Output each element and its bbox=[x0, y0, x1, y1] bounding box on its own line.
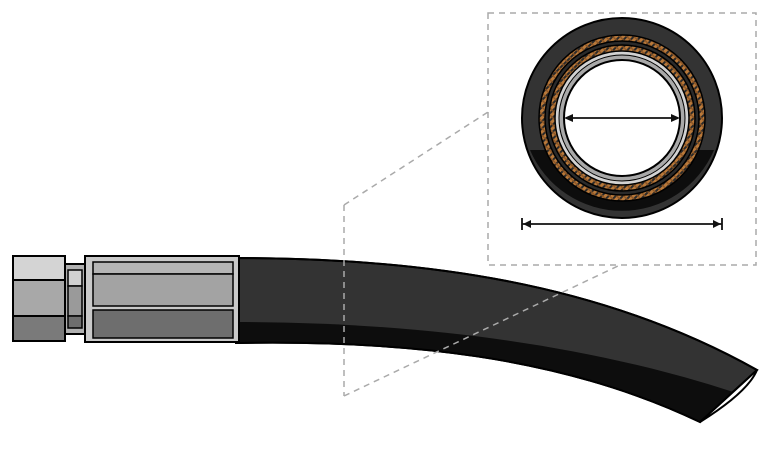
callout-line-bottom bbox=[343, 264, 621, 397]
hex-nut-icon bbox=[12, 255, 66, 342]
hose-cut-end bbox=[699, 369, 758, 423]
outer-arrowhead-left bbox=[523, 220, 531, 228]
inner-arrowhead-left bbox=[564, 114, 573, 122]
inner-arrowhead-right bbox=[671, 114, 680, 122]
callout-line-top bbox=[343, 111, 489, 206]
crimp-ferrule-icon bbox=[84, 255, 240, 343]
callout bbox=[343, 12, 757, 397]
outer-arrowhead-right bbox=[713, 220, 721, 228]
callout-box bbox=[487, 12, 757, 266]
fitting-neck bbox=[64, 263, 86, 335]
hose-body bbox=[235, 256, 759, 424]
diameter-arrow-icon bbox=[521, 114, 723, 230]
